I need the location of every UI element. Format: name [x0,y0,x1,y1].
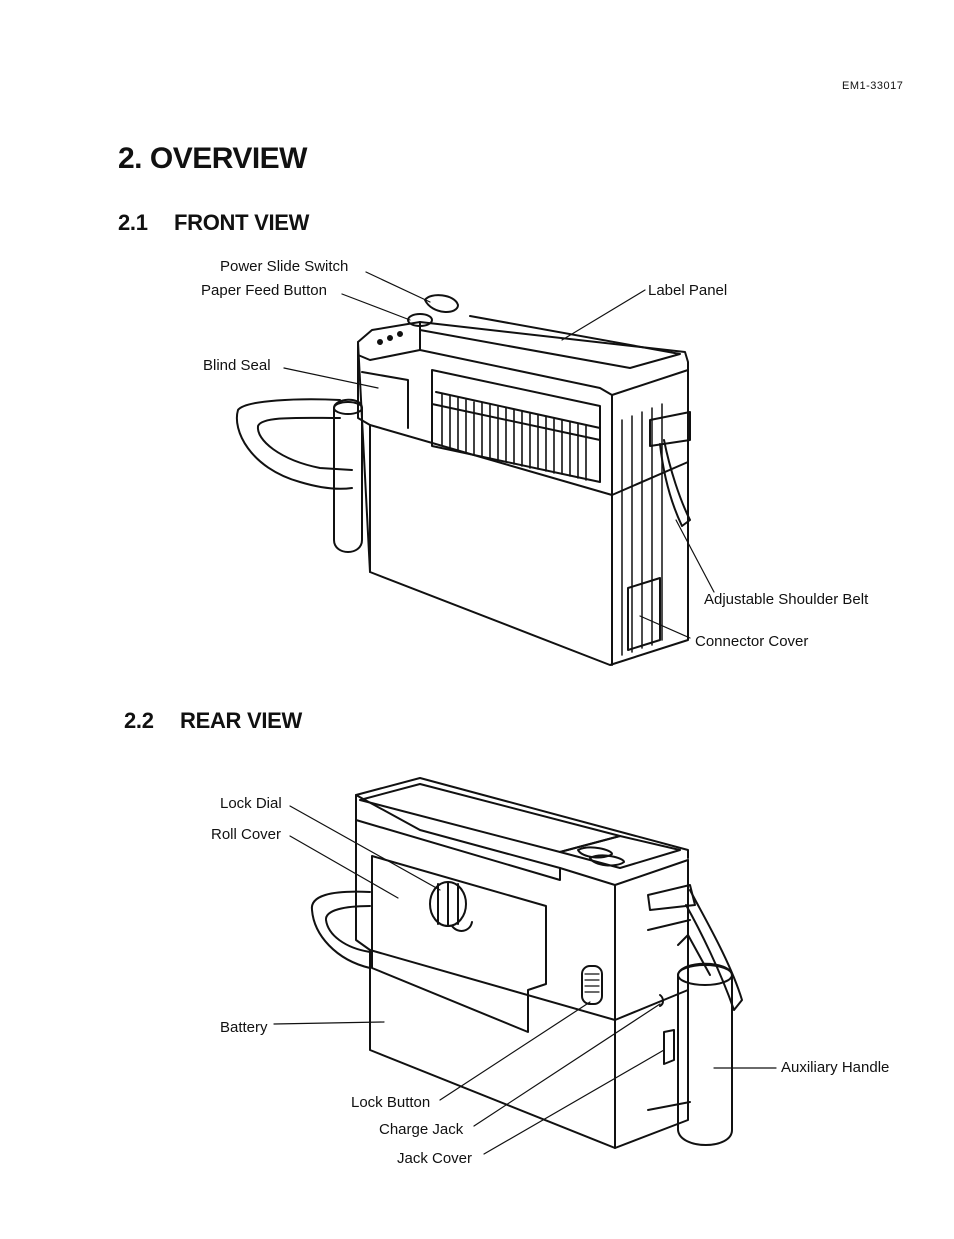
rear-view-number: 2.2 [124,708,154,733]
front-view-title: FRONT VIEW [174,210,310,235]
battery-label: Battery [220,1019,268,1036]
label-panel-label: Label Panel [648,282,728,299]
document-id: EM1-33017 [842,80,904,92]
power-slide-switch-label: Power Slide Switch [220,258,349,275]
page-title: 2. OVERVIEW [118,142,308,175]
rear-view-heading: 2.2 REAR VIEW [124,708,302,734]
roll-cover-label: Roll Cover [211,826,282,843]
rear-view-title: REAR VIEW [180,708,302,733]
connector-cover-label: Connector Cover [695,633,809,650]
front-view-number: 2.1 [118,210,148,235]
lock-button-label: Lock Button [351,1094,431,1111]
auxiliary-handle-label: Auxiliary Handle [781,1059,890,1076]
blind-seal-label: Blind Seal [203,357,271,374]
adjustable-shoulder-belt-label: Adjustable Shoulder Belt [704,591,869,608]
paper-feed-button-label: Paper Feed Button [201,282,327,299]
jack-cover-label: Jack Cover [397,1150,473,1167]
charge-jack-label: Charge Jack [379,1121,464,1138]
lock-dial-label: Lock Dial [220,795,282,812]
front-view-heading: 2.1 FRONT VIEW [118,210,309,236]
